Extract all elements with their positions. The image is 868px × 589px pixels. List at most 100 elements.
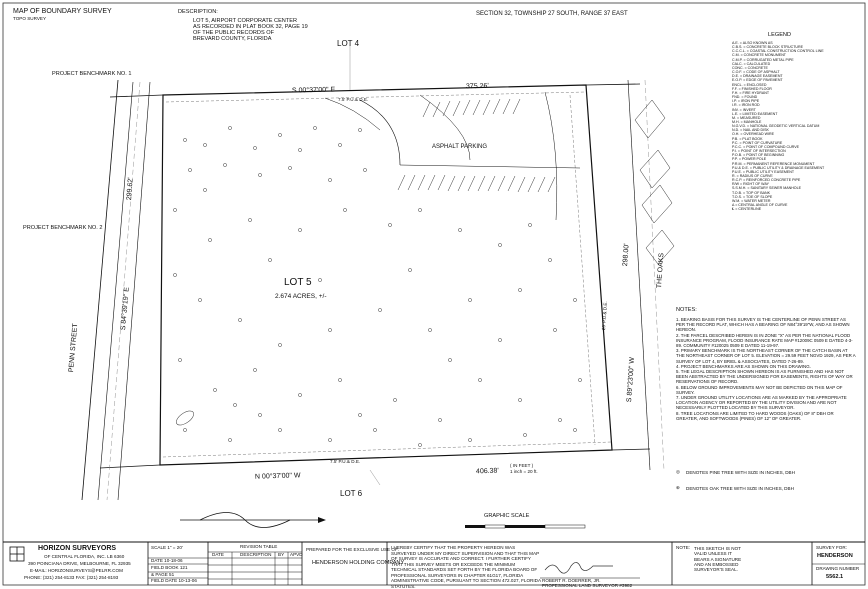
east-distance: 298.00' xyxy=(622,243,631,267)
oak-note: DENOTES OAK TREE WITH SIZE IN INCHES, DB… xyxy=(686,486,794,491)
legend-item: A.E. = ALSO KNOWN AS xyxy=(732,41,773,45)
north-distance: 375.26' xyxy=(465,82,489,91)
south-easement: 7.5' P.U.& D.E. xyxy=(330,459,361,464)
company-address: 390 POINCIANA DRIVE, MELBOURNE, FL 32935 xyxy=(28,561,131,566)
revision-col: APVD xyxy=(290,552,303,557)
legend-item: ENCL. = ENCLOSED xyxy=(732,82,767,87)
benchmark-2-label: PROJECT BENCHMARK NO. 2 xyxy=(23,225,103,231)
company-phone: PHONE: (321) 254-8133 FAX: (321) 254-819… xyxy=(24,575,119,580)
legend-item: N.G.V.D. = NATIONAL GEODETIC VERTICAL DA… xyxy=(732,124,820,129)
legend-item: S.S.M.H. = SANITARY SEWER MANHOLE xyxy=(732,186,801,191)
legend-item: P.O.B. = POINT OF BEGINNING xyxy=(732,153,785,158)
note-item: 4. PROJECT BENCHMARKS ARE AS SHOWN ON TH… xyxy=(676,363,811,369)
north-easement: 7.5' P.U.& D.E. xyxy=(338,97,369,102)
north-bearing: S 00°37'00" E xyxy=(291,86,336,95)
legend-item: C.B.S. = CONCRETE BLOCK STRUCTURE xyxy=(732,45,803,50)
note-item: 8. TREE LOCATIONS ARE LIMITED TO HARD WO… xyxy=(676,410,834,421)
legend-item: C.C.C.L. = COASTAL CONSTRUCTION CONTROL … xyxy=(732,49,824,54)
field-book: FIELD BOOK 121 xyxy=(151,565,188,570)
legend-item: P.R.M. = PERMANENT REFERENCE MONUMENT xyxy=(732,161,815,166)
pine-note: DENOTES PINE TREE WITH SIZE IN INCHES, D… xyxy=(686,470,795,475)
revision-col: DESCRIPTION xyxy=(240,552,272,557)
surveyor-name: ROBERT R. DOERRER, JR. xyxy=(542,578,601,583)
west-distance: 299.62' xyxy=(126,177,135,201)
legend-item: M. = MEASURED xyxy=(732,115,761,120)
note-item: 3. PRIMARY BENCHMARK IS THE NORTHEAST CO… xyxy=(676,348,856,364)
pine-symbol: ◎ xyxy=(676,469,681,474)
client-name: HENDERSON HOLDING COMPANY xyxy=(312,560,405,566)
survey-for-label: SURVEY FOR: xyxy=(816,545,847,550)
legend-item: ℄ = CENTERLINE xyxy=(732,207,762,212)
date-field: DATE 10-18-06 xyxy=(151,558,183,563)
description-line: BREVARD COUNTY, FLORIDA xyxy=(193,36,272,42)
lot-4-label: LOT 4 xyxy=(337,39,360,48)
note-item: 1. BEARING BASIS FOR THIS SURVEY IS THE … xyxy=(676,317,850,333)
description-line: LOT 5, AIRPORT CORPORATE CENTER xyxy=(193,18,298,24)
certification-text: I HEREBY CERTIFY THAT THE PROPERTY HEREO… xyxy=(391,545,541,589)
note-label: NOTE: xyxy=(676,545,691,550)
note-item: 5. THE LEGAL DESCRIPTION SHOWN HEREON IS… xyxy=(676,369,853,385)
lot-6-label: LOT 6 xyxy=(340,489,363,498)
legend-item: Δ = CENTRAL ANGLE OF CURVE xyxy=(732,203,788,208)
legend-item: N.D. = NAIL AND DISK xyxy=(732,128,769,133)
legend-item: R/W = RIGHT OF WAY xyxy=(732,182,769,187)
validity-note: THIS SKETCH IS NOT VALID UNLESS IT BEARS… xyxy=(694,546,742,573)
legend-item: I.R. = IRON ROD xyxy=(732,103,760,108)
note-item: 2. THE PARCEL DESCRIBED HEREIN IS IN ZON… xyxy=(676,332,853,349)
lot-5-label: LOT 5 xyxy=(284,277,312,288)
scale-unit: ( IN FEET ) xyxy=(510,463,534,468)
legend-item: T.O.S. = TOE OF SLOPE xyxy=(732,194,773,199)
revision-col: BY xyxy=(278,552,285,557)
description-line: AS RECORDED IN PLAT BOOK 32, PAGE 19 xyxy=(193,24,308,30)
legend-item: P.C.C. = POINT OF COMPOUND CURVE xyxy=(732,144,799,149)
legend-item: C.M.P. = CORRUGATED METAL PIPE xyxy=(732,57,794,62)
acreage-label: 2.674 ACRES, +/- xyxy=(275,293,327,300)
note-item: 6. BELOW GROUND IMPROVEMENTS MAY NOT BE … xyxy=(676,384,843,395)
legend-item: P.U.& D.E. = PUBLIC UTILITY & DRAINAGE E… xyxy=(732,165,825,170)
benchmark-1-label: PROJECT BENCHMARK NO. 1 xyxy=(52,71,132,77)
legend-item: W.M. = WATER METER xyxy=(732,198,771,203)
legend-item: INV. = INVERT xyxy=(732,107,756,112)
legend-item: CALC. = CALCULATED xyxy=(732,61,771,66)
section-label: SECTION 32, TOWNSHIP 27 SOUTH, RANGE 37 … xyxy=(476,11,628,17)
legend-item: CONC. = CONCRETE xyxy=(732,65,768,70)
description-line: OF THE PUBLIC RECORDS OF xyxy=(193,30,275,36)
revision-col: DATE xyxy=(212,552,224,557)
notes-title: NOTES: xyxy=(676,307,697,313)
note-item: 7. UNDER GROUND UTILITY LOCATIONS ARE AS… xyxy=(676,395,847,411)
legend-item: R. = RADIUS OF CURVE xyxy=(732,174,773,178)
drawing-number-label: DRAWING NUMBER xyxy=(816,566,860,571)
south-distance: 406.38' xyxy=(475,467,499,476)
legend-item: L.E. = LIMITED EASEMENT xyxy=(732,111,778,116)
company-email: E-MAIL: HORIZONSURVEYS@PELRR.COM xyxy=(30,568,123,573)
legend-item: P.I. = POINT OF INTERSECTION xyxy=(732,149,786,154)
scale-field: SCALE 1" = 20' xyxy=(151,545,183,550)
scale-ratio: 1 inch = 20 ft. xyxy=(510,469,538,474)
legend-item: C.M. = CONCRETE MONUMENT xyxy=(732,53,787,58)
legend-item: C.O.F. = CODE OF ASPHALT xyxy=(732,70,780,75)
survey-for-value: HENDERSON xyxy=(817,553,853,559)
legend-list: A.E. = ALSO KNOWN AS C.B.S. = CONCRETE B… xyxy=(732,41,857,211)
drawing-number: 5562.1 xyxy=(826,574,844,580)
map-subtitle: TOPO SURVEY xyxy=(13,16,47,21)
field-date: FIELD DATE 10-13-06 xyxy=(151,578,197,583)
legend-item: FND. = FOUND xyxy=(732,95,758,100)
legend-item: F.F. = FINISHED FLOOR xyxy=(732,86,772,91)
prepared-for-label: PREPARED FOR THE EXCLUSIVE USE OF: xyxy=(306,547,400,552)
legend-item: M.H. = MANHOLE xyxy=(732,119,762,124)
legend-item: P.C. = POINT OF CURVATURE xyxy=(732,140,783,145)
legend-item: F.H. = FIRE HYDRANT xyxy=(732,90,770,95)
legend-item: D.E. = DRAINAGE EASEMENT xyxy=(732,74,783,79)
legend-item: I.P. = IRON PIPE xyxy=(732,99,760,104)
field-page: & PAGE 51 xyxy=(151,572,175,577)
legend-item: P.U.E. = PUBLIC UTILITY EASEMENT xyxy=(732,169,795,174)
company-subtitle: OF CENTRAL FLORIDA, INC. LB 6360 xyxy=(44,554,125,559)
oak-symbol: ⊛ xyxy=(676,485,680,490)
south-bearing: N 00°37'00" W xyxy=(254,472,301,481)
surveyor-license: PROFESSIONAL LAND SURVEYOR #3982 xyxy=(542,583,633,588)
map-title: MAP OF BOUNDARY SURVEY xyxy=(13,8,112,15)
legend-item: R.C.P. = REINFORCED CONCRETE PIPE xyxy=(732,178,801,183)
legend-item: O.H. = OVERHEAD WIRE xyxy=(732,132,775,137)
legend-item: E.O.P. = EDGE OF PAVEMENT xyxy=(732,78,783,83)
